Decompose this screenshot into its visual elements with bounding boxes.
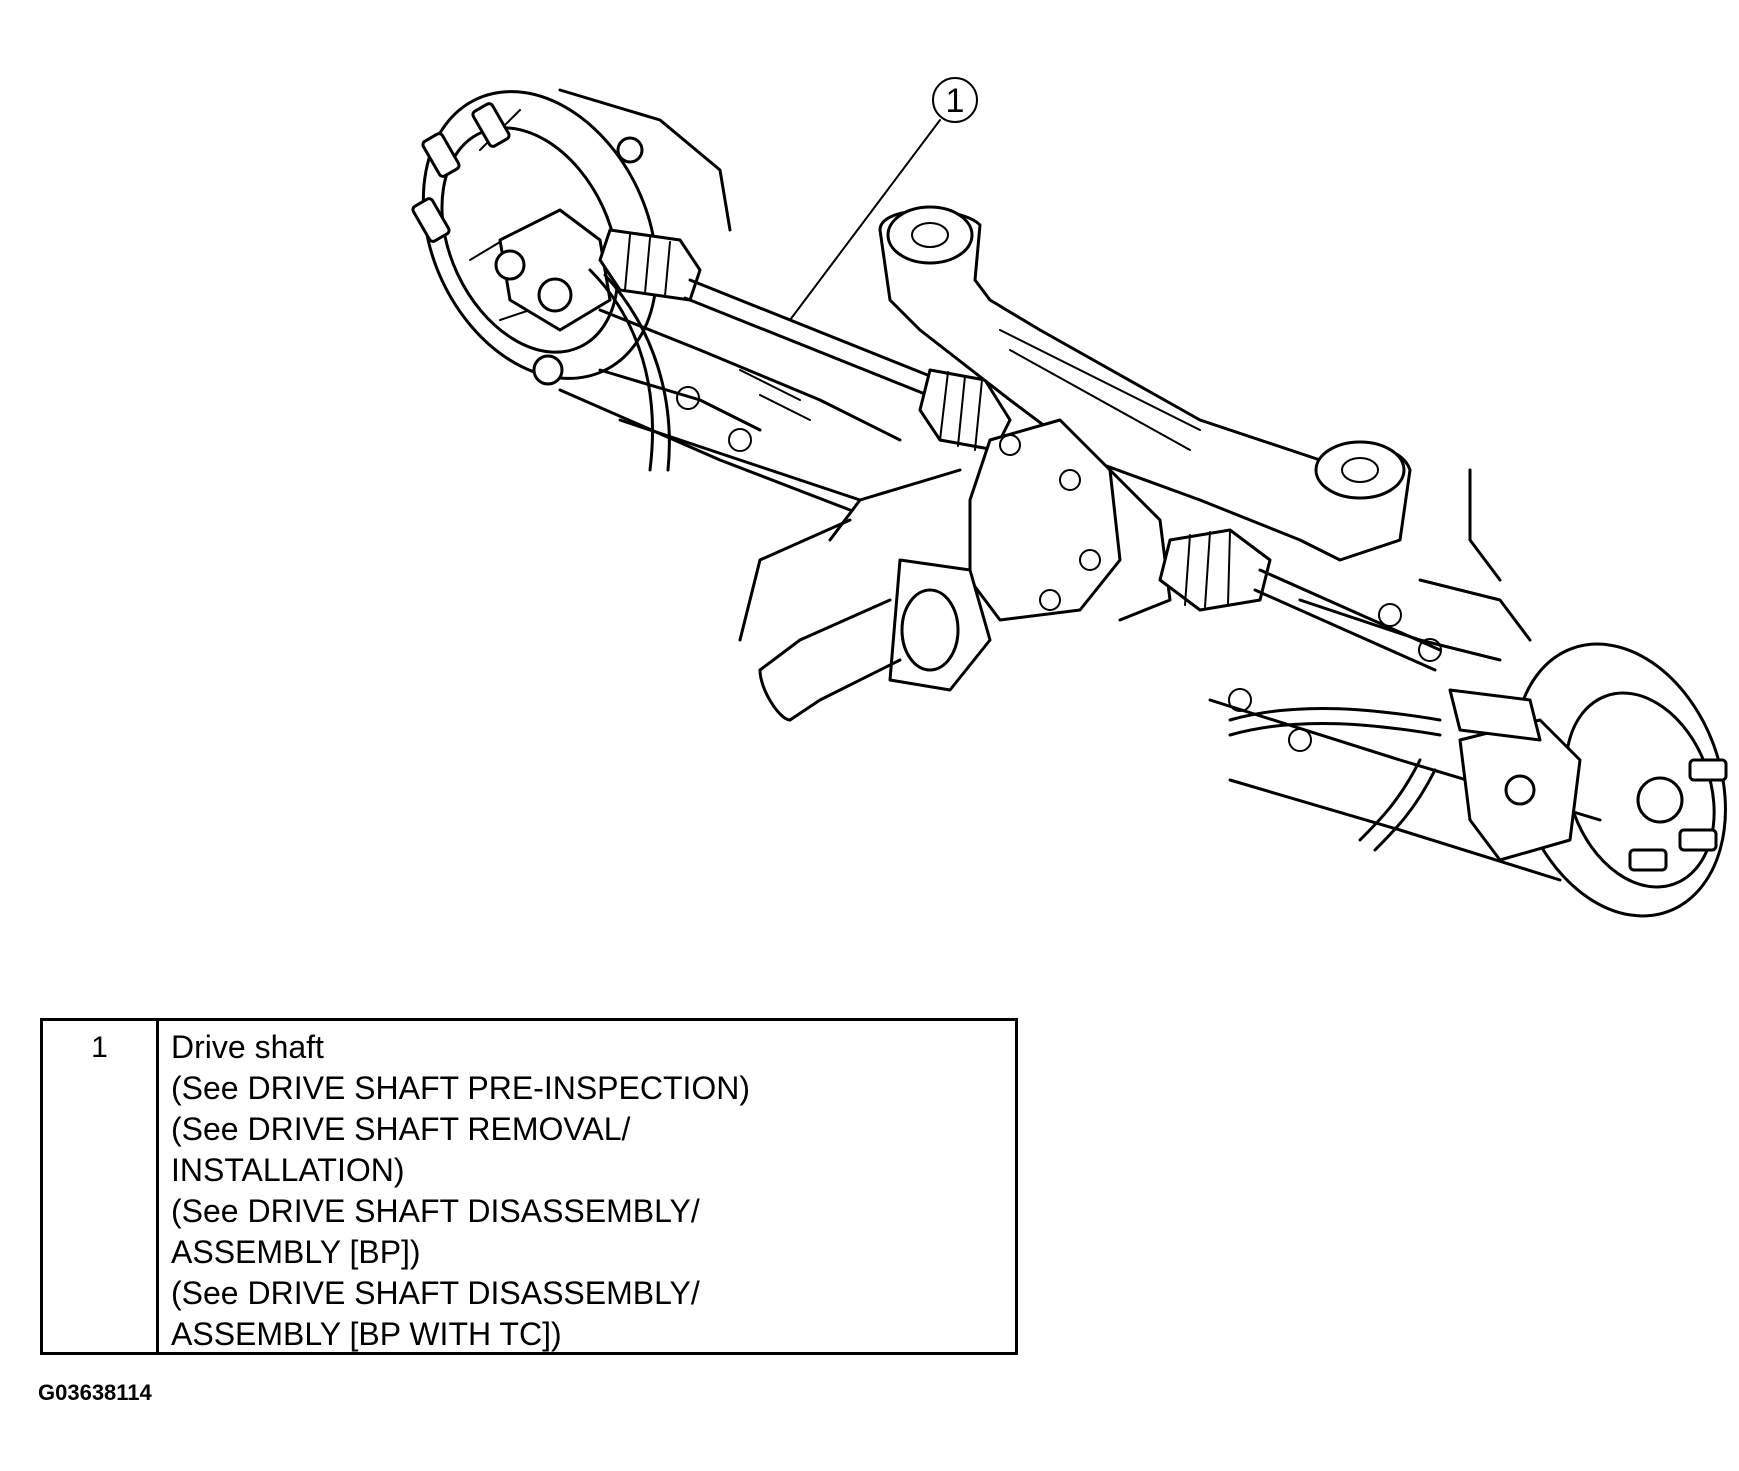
left-subframe-rail bbox=[558, 308, 902, 512]
callout-1: 1 bbox=[789, 77, 978, 321]
differential-crossmember bbox=[878, 205, 1412, 562]
legend-line-disassembly-bp-tc: (See DRIVE SHAFT DISASSEMBLY/ bbox=[171, 1275, 700, 1311]
drive-shaft-diagram: 1 bbox=[411, 77, 1728, 918]
right-wheel-hub bbox=[1228, 642, 1728, 918]
legend-line-drive-shaft: Drive shaft bbox=[171, 1029, 324, 1065]
callout-number: 1 bbox=[946, 82, 965, 120]
legend-item-number: 1 bbox=[43, 1021, 159, 1352]
legend-line-removal: (See DRIVE SHAFT REMOVAL/ bbox=[171, 1111, 631, 1147]
drive-shaft bbox=[598, 228, 1012, 452]
differential-housing bbox=[738, 418, 1172, 722]
legend-line-disassembly-bp: (See DRIVE SHAFT DISASSEMBLY/ bbox=[171, 1193, 700, 1229]
left-wheel-hub bbox=[411, 88, 762, 472]
legend-line-assembly-bp-tc: ASSEMBLY [BP WITH TC]) bbox=[171, 1316, 562, 1352]
figure-code: G03638114 bbox=[38, 1380, 152, 1405]
legend-table: 1 Drive shaft (See DRIVE SHAFT PRE-INSPE… bbox=[40, 1018, 1018, 1355]
legend-line-pre-inspection: (See DRIVE SHAFT PRE-INSPECTION) bbox=[171, 1070, 751, 1106]
legend-line-assembly-bp: ASSEMBLY [BP]) bbox=[171, 1234, 421, 1270]
legend-item-description: Drive shaft (See DRIVE SHAFT PRE-INSPECT… bbox=[159, 1021, 1015, 1352]
legend-line-installation: INSTALLATION) bbox=[171, 1152, 405, 1188]
